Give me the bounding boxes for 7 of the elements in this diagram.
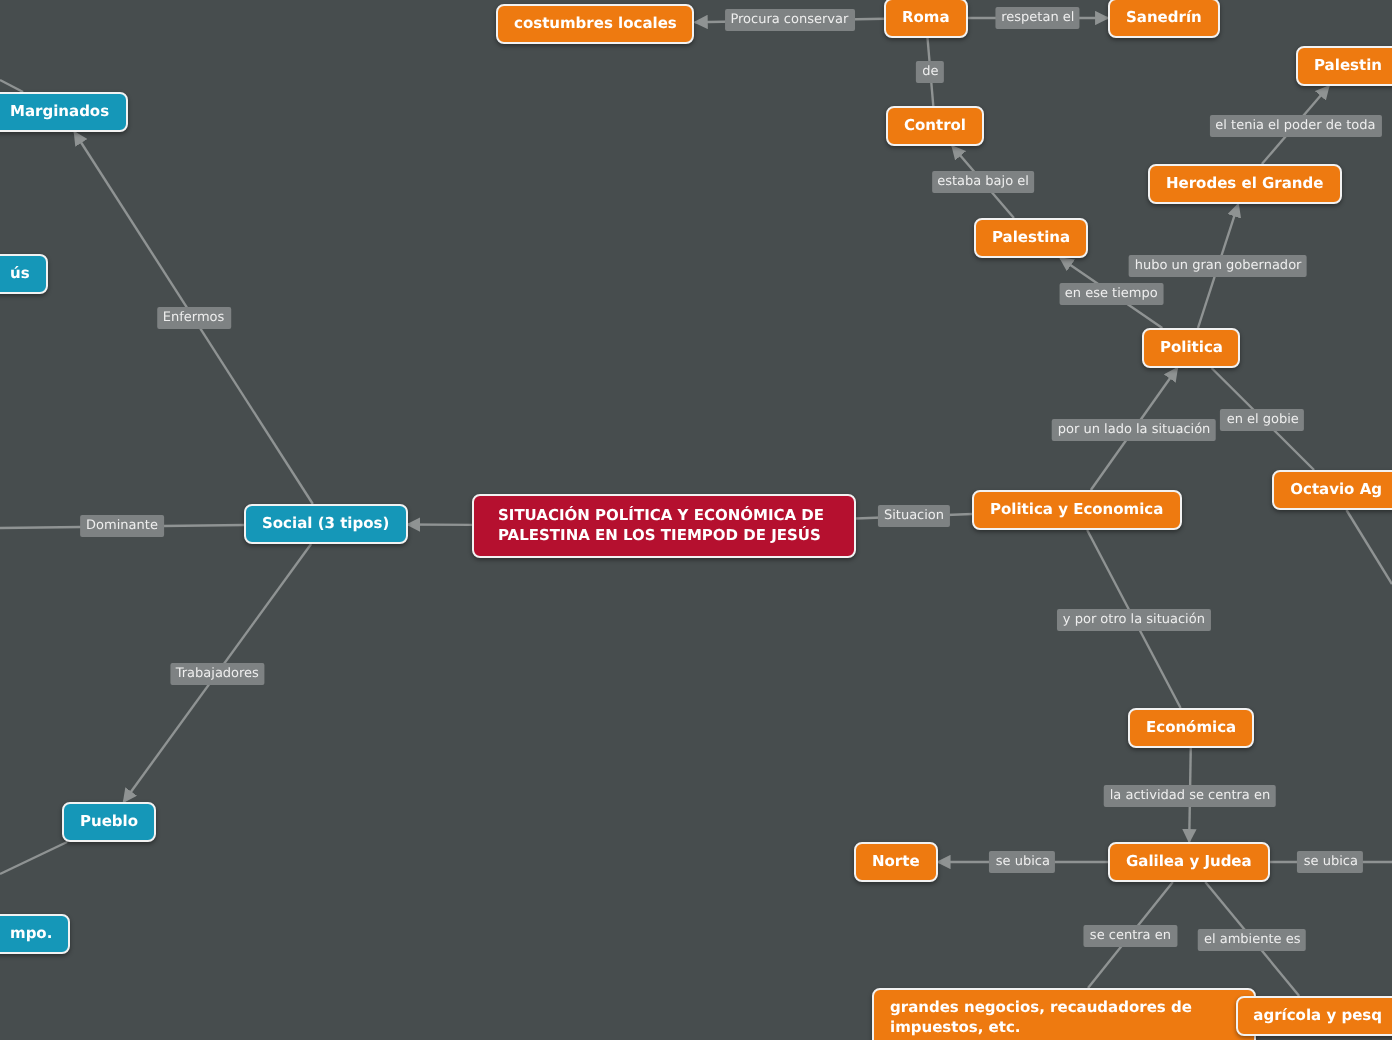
arrow [73, 130, 314, 505]
connector-line [0, 840, 68, 876]
connector-line [1086, 529, 1182, 709]
arrow [122, 543, 313, 804]
arrow [405, 517, 472, 532]
connector-line [0, 78, 24, 94]
connector-line [1345, 509, 1392, 585]
